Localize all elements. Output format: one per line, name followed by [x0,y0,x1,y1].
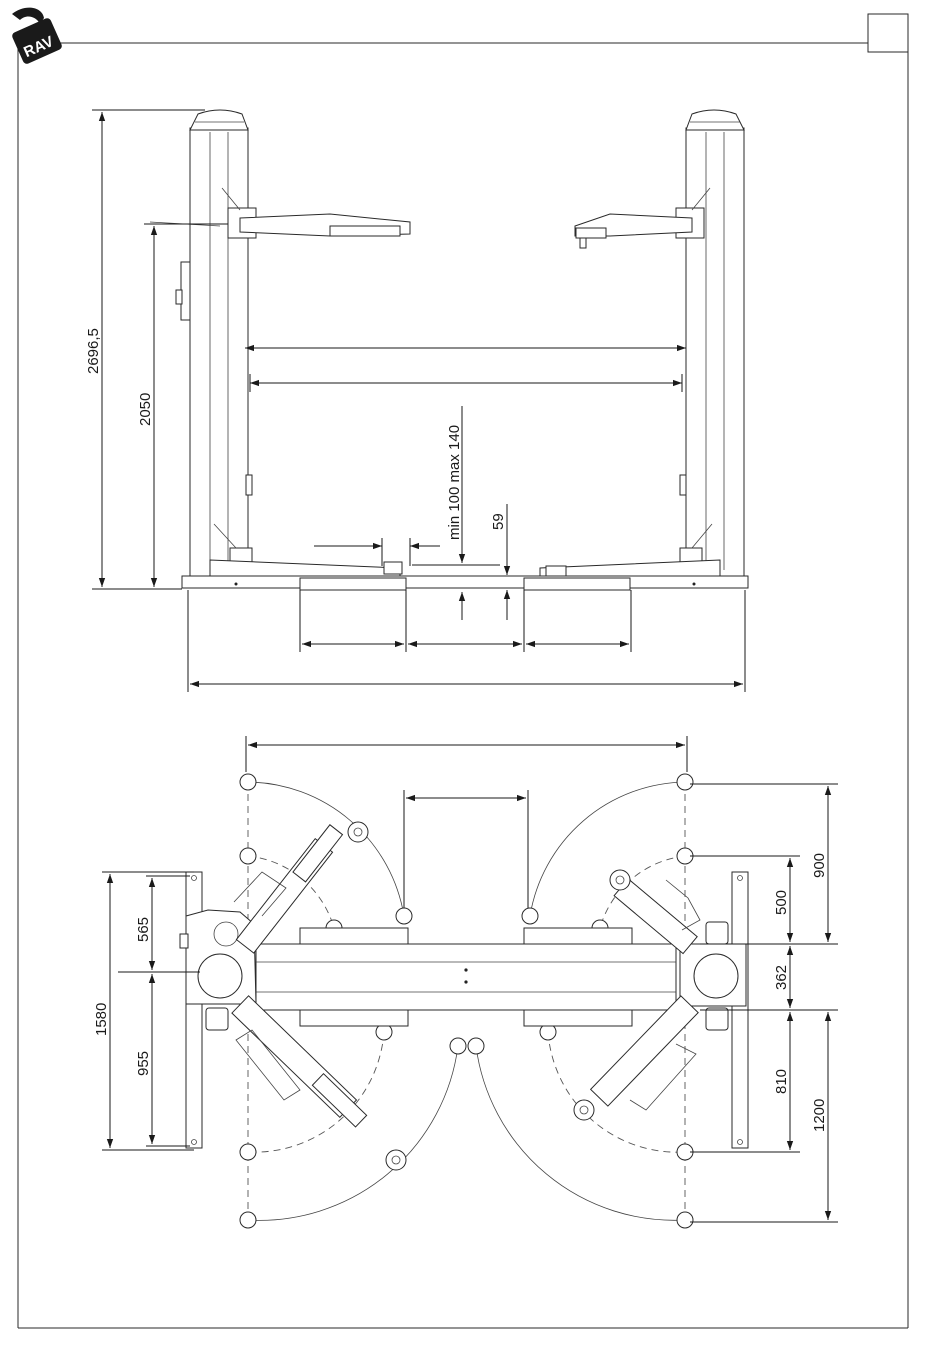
rav-logo: RAV [11,8,63,65]
left-column [176,110,252,576]
upper-arm-left [150,188,410,238]
dim-right-rear-outer: 1200 [811,1099,828,1132]
dim-pad-height: min 100 max 140 [446,425,463,540]
dim-base-height: 59 [490,513,507,530]
dim-right-rear-inner: 810 [773,1069,790,1094]
base-plate [182,576,748,590]
dim-left-total: 1580 [93,1003,110,1036]
dim-right-front-outer: 900 [811,853,828,878]
dim-arm-height: 2050 [137,393,154,426]
page-number-box [868,14,908,52]
dim-right-column: 362 [773,965,790,990]
front-view: 2696,5 2050 min 100 max 140 59 [85,110,748,692]
dim-left-upper: 565 [135,917,152,942]
dim-right-front-inner: 500 [773,890,790,915]
top-view: 1580 565 955 900 500 362 810 1200 [93,736,838,1228]
dim-left-lower: 955 [135,1051,152,1076]
crossbeam [256,928,676,1026]
right-column [680,110,744,576]
dim-total-height: 2696,5 [85,328,102,374]
